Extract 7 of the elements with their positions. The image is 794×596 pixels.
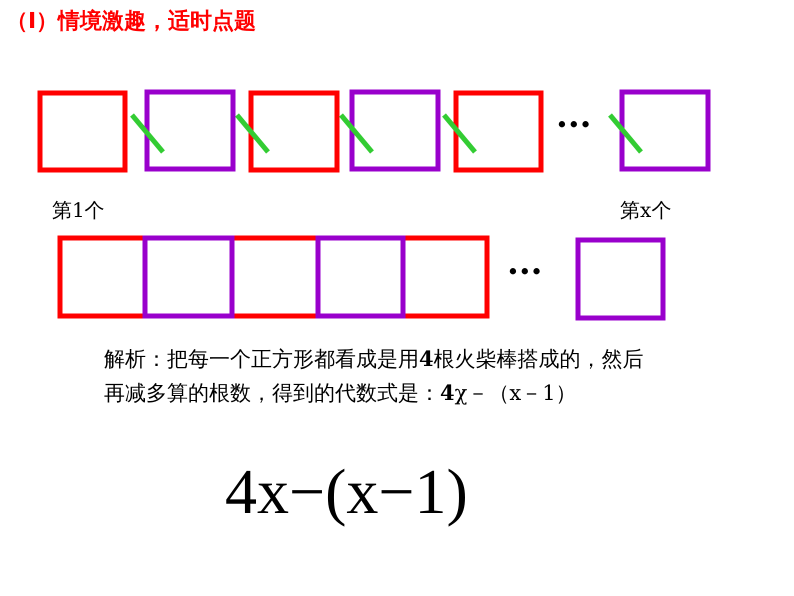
explanation-text: 解析：把每一个正方形都看成是用4根火柴棒搭成的，然后再减多算的根数，得到的代数式是：4χ－（x－1）	[104, 345, 645, 407]
formula: 4x−(x−1)	[225, 455, 468, 529]
ellipsis: ···	[507, 252, 543, 292]
item-label: 第x个	[620, 197, 672, 224]
slide-title: （Ⅰ）情境激趣，适时点题	[6, 8, 256, 36]
item-label: 第1个	[52, 197, 105, 224]
ellipsis: ···	[556, 105, 592, 145]
